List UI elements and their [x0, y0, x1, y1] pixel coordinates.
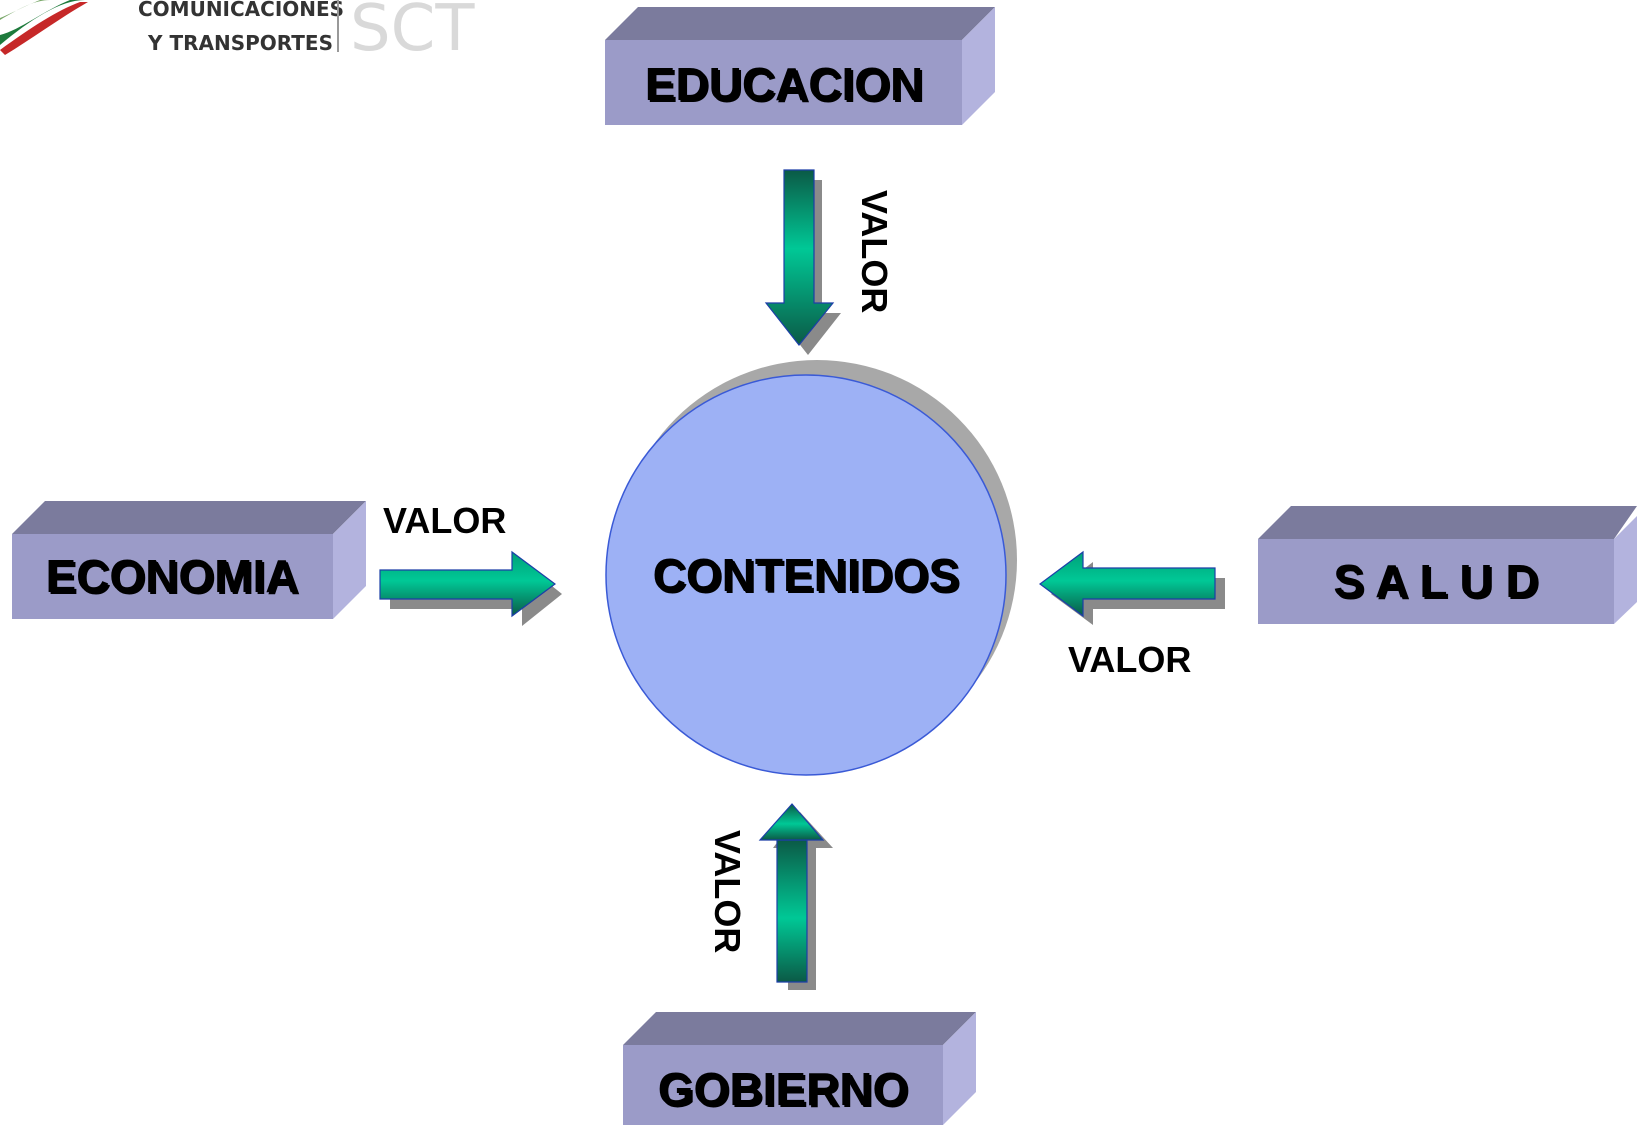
arrow-left-salud — [1038, 550, 1225, 625]
arrow-right-valor-label: VALOR — [1068, 639, 1191, 680]
box-salud-shadow: S A L U D — [1335, 557, 1540, 609]
box-educacion-shadow: EDUCACION — [647, 60, 926, 112]
arrow-bottom-valor-label: VALOR — [707, 830, 748, 953]
box-salud-label: S A L U D — [1333, 555, 1538, 607]
center-label-shadow: CONTENIDOS — [655, 551, 962, 603]
box-economia-label: ECONOMIA — [46, 550, 299, 602]
box-economia-shadow: ECONOMIA — [48, 552, 301, 604]
arrow-down-educacion — [764, 169, 841, 355]
box-educacion: EDUCACION EDUCACION — [605, 7, 995, 125]
center-label: CONTENIDOS — [653, 549, 960, 601]
box-gobierno-shadow: GOBIERNO — [660, 1065, 910, 1117]
swoosh-icon — [0, 0, 88, 55]
arrow-left-valor-label: VALOR — [383, 500, 506, 541]
arrow-right-economia — [379, 550, 562, 626]
sct-logo: COMUNICACIONES Y TRANSPORTES SCT — [0, 0, 475, 66]
center-node: CONTENIDOS CONTENIDOS — [605, 360, 1017, 776]
arrow-up-gobierno — [758, 803, 833, 990]
box-gobierno-label: GOBIERNO — [658, 1063, 908, 1115]
box-educacion-label: EDUCACION — [645, 58, 924, 110]
logo-line2: Y TRANSPORTES — [147, 31, 333, 55]
logo-mark: SCT — [350, 0, 475, 66]
logo-line1: COMUNICACIONES — [138, 0, 344, 21]
arrow-top-valor-label: VALOR — [854, 190, 895, 313]
center-circle — [605, 374, 1007, 776]
box-economia: ECONOMIA ECONOMIA — [12, 501, 366, 619]
box-salud: S A L U D S A L U D — [1258, 506, 1637, 624]
box-gobierno: GOBIERNO GOBIERNO — [623, 1012, 976, 1125]
